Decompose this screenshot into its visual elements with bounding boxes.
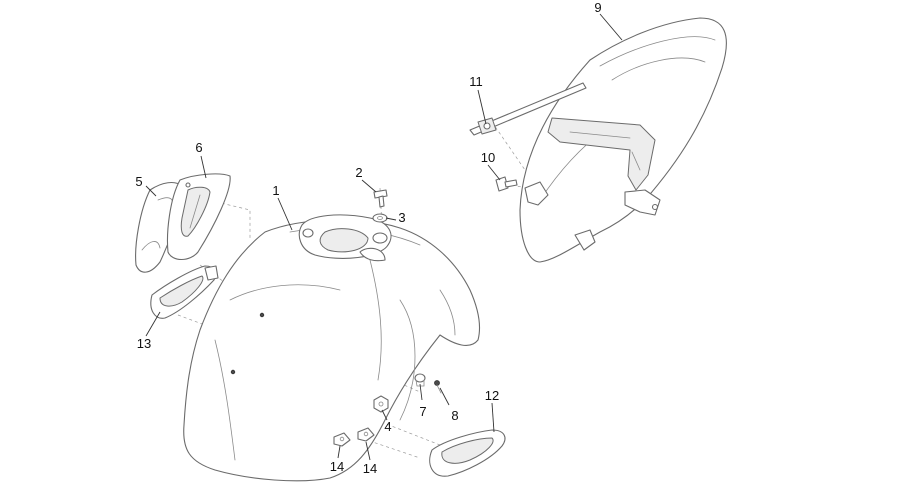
- callout-10: 10: [481, 150, 495, 165]
- callout-12: 12: [485, 388, 499, 403]
- callout-5: 5: [135, 174, 142, 189]
- leader-lines: [145, 13, 623, 461]
- callout-2: 2: [355, 165, 362, 180]
- callout-4: 4: [384, 419, 391, 434]
- callout-7: 7: [419, 404, 426, 419]
- washer-part-3: [372, 213, 388, 223]
- side-cover-part-5: [135, 181, 183, 273]
- reflector-holder-part-6: [167, 173, 231, 261]
- callout-14-right: 14: [363, 461, 377, 476]
- callout-6: 6: [195, 140, 202, 155]
- callout-11: 11: [469, 74, 483, 89]
- clip-part-14-left: [333, 432, 351, 447]
- rear-hugger-part-9: [519, 17, 727, 263]
- front-mudguard-part-1: [183, 214, 481, 482]
- callout-9: 9: [594, 0, 601, 15]
- callout-1: 1: [272, 183, 279, 198]
- reflector-part-13: [150, 265, 219, 319]
- callout-8: 8: [451, 408, 458, 423]
- screw-part-10: [495, 176, 518, 192]
- callout-3: 3: [398, 210, 405, 225]
- callout-labels: 1 2 3 4 5 6 7 8 9 10 11 12 13 14 14: [135, 0, 601, 476]
- cable-tie-part-11: [469, 82, 587, 136]
- clip-part-14-right: [357, 427, 375, 442]
- screw-part-8: [434, 380, 442, 394]
- nut-part-4: [373, 395, 389, 413]
- callout-14-left: 14: [330, 459, 344, 474]
- callout-13: 13: [137, 336, 151, 351]
- reflector-part-12: [429, 429, 506, 477]
- screw-part-2: [373, 189, 388, 208]
